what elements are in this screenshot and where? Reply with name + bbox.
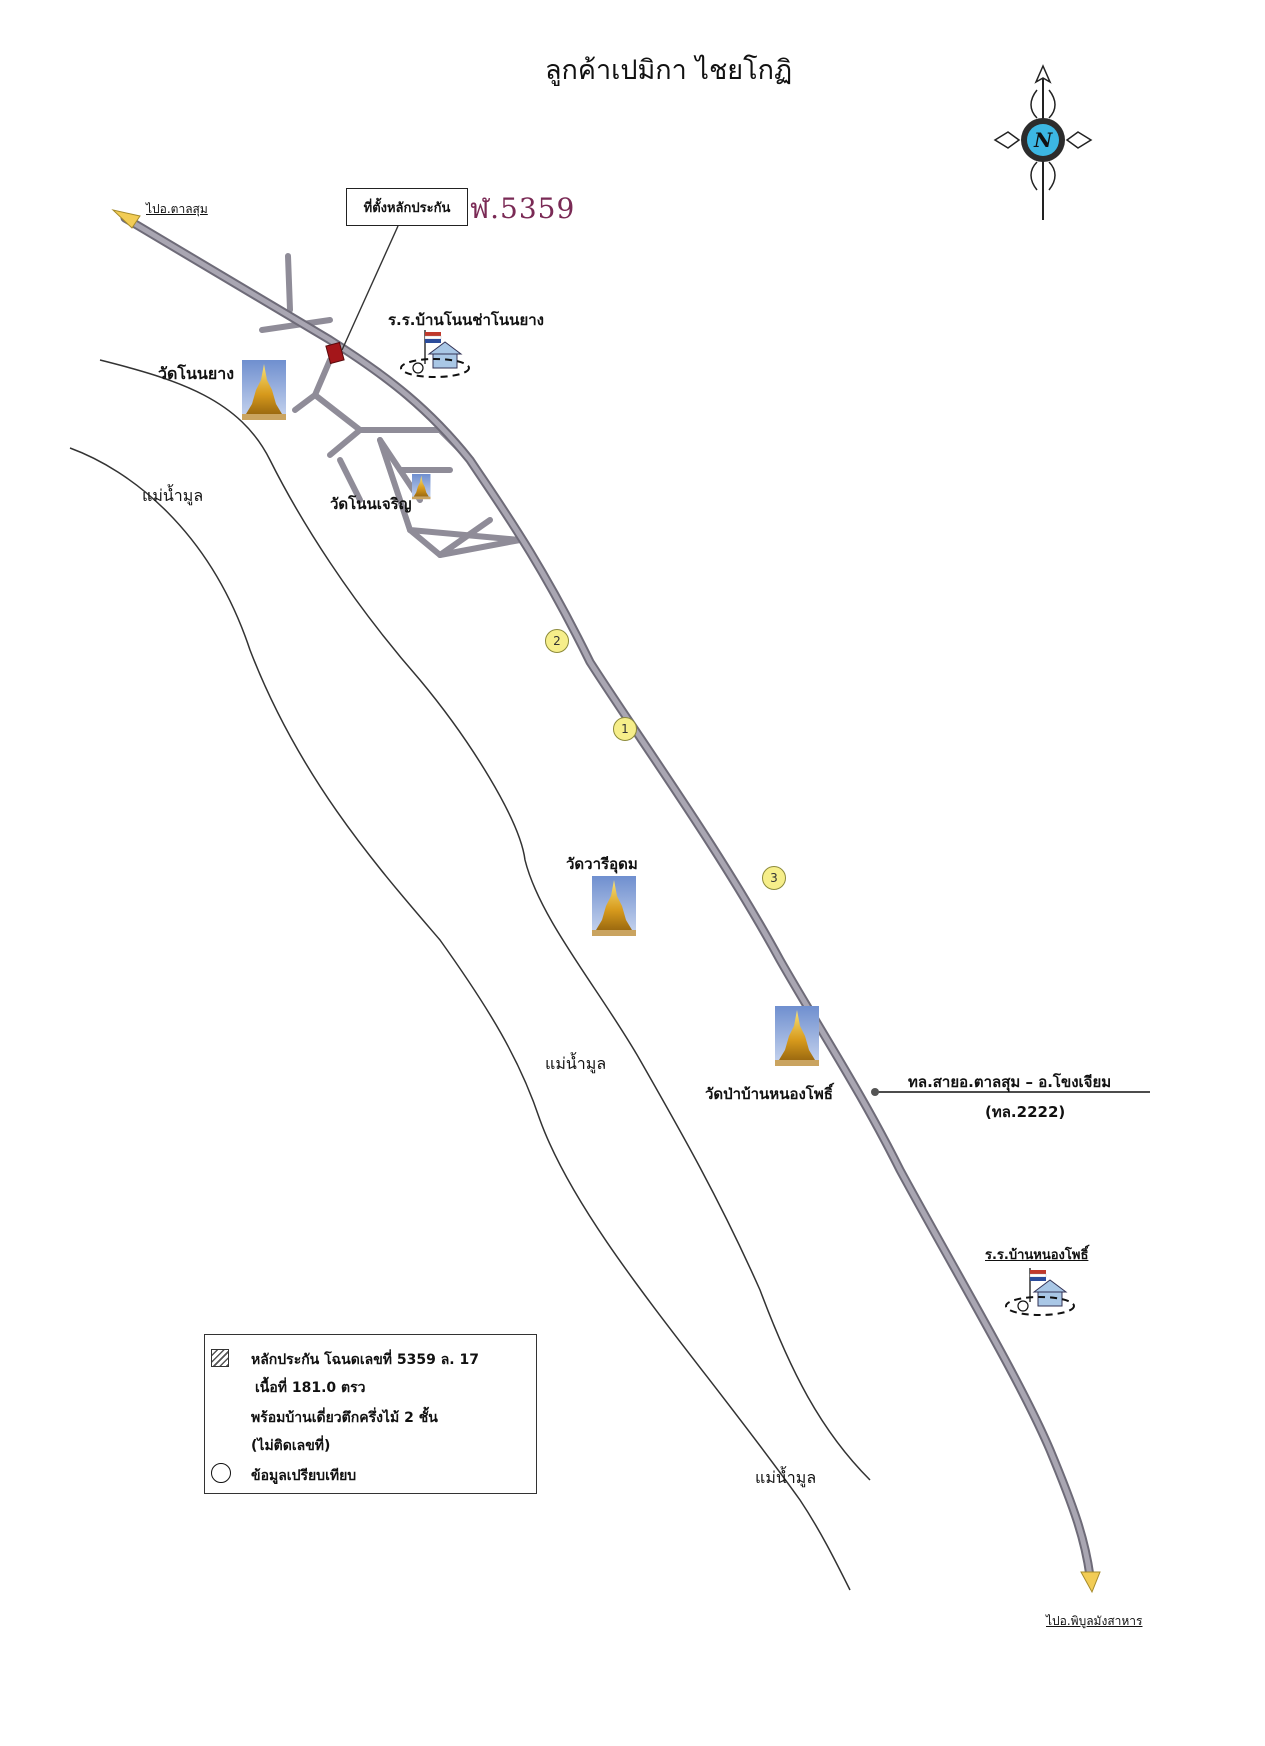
school-north-icon bbox=[400, 329, 470, 378]
road-label-north: ไปอ.ตาลสุม bbox=[146, 202, 208, 216]
local-road-network bbox=[259, 253, 523, 558]
temple-wari-label: วัดวารีอุดม bbox=[566, 855, 638, 873]
river-label-1: แม่น้ำมูล bbox=[142, 486, 204, 505]
compass-north-label: N bbox=[1034, 128, 1053, 152]
school-south-label: ร.ร.บ้านหนองโพธิ์ bbox=[985, 1248, 1089, 1263]
arrow-south-icon bbox=[1080, 1571, 1101, 1594]
school-north-label: ร.ร.บ้านโนนช่าโนนยาง bbox=[388, 311, 544, 329]
branch-road-code: (ทล.2222) bbox=[985, 1103, 1066, 1121]
river-bank-west bbox=[69, 447, 851, 1591]
temple-pa-label: วัดป่าบ้านหนองโพธิ์ bbox=[705, 1085, 833, 1103]
legend-collateral-line2: เนื้อที่ 181.0 ตรว bbox=[255, 1380, 366, 1396]
legend-comparison: ข้อมูลเปรียบเทียบ bbox=[251, 1468, 357, 1484]
temple-noncharoen-icon bbox=[412, 474, 431, 500]
legend-collateral-line4: (ไม่ติดเลขที่) bbox=[251, 1438, 331, 1454]
comparison-circle-icon bbox=[211, 1463, 231, 1483]
temple-pa-icon bbox=[775, 1006, 819, 1066]
temple-noncharoen-label: วัดโนนเจริญ bbox=[330, 495, 412, 513]
school-south-icon bbox=[1005, 1267, 1075, 1316]
handwritten-code: ฬ.5359 bbox=[470, 192, 576, 225]
river-label-3: แม่น้ำมูล bbox=[755, 1468, 817, 1487]
branch-road-name: ทล.สายอ.ตาลสุม – อ.โขงเจียม bbox=[908, 1073, 1112, 1091]
legend-collateral-line1: หลักประกัน โฉนดเลขที่ 5359 ล. 17 bbox=[251, 1352, 479, 1368]
collateral-callout: ที่ตั้งหลักประกัน bbox=[346, 188, 468, 226]
comparison-marker: 2 bbox=[545, 629, 569, 653]
temple-nonyang-icon bbox=[242, 360, 286, 420]
temple-nonyang-label: วัดโนนยาง bbox=[158, 364, 235, 383]
hatch-swatch-icon bbox=[211, 1349, 229, 1367]
collateral-parcel bbox=[325, 341, 345, 365]
map-legend: หลักประกัน โฉนดเลขที่ 5359 ล. 17 เนื้อที… bbox=[204, 1334, 537, 1494]
arrow-north-icon bbox=[111, 209, 141, 229]
temple-wari-icon bbox=[592, 876, 636, 936]
compass-rose-icon bbox=[993, 64, 1093, 220]
river-label-2: แม่น้ำมูล bbox=[545, 1054, 607, 1073]
legend-collateral-line3: พร้อมบ้านเดี่ยวตึกครึ่งไม้ 2 ชั้น bbox=[251, 1410, 438, 1426]
map-title: ลูกค้าเปมิกา ไชยโกฏิ bbox=[545, 55, 793, 86]
road-label-south: ไปอ.พิบูลมังสาหาร bbox=[1046, 1614, 1143, 1628]
comparison-marker: 3 bbox=[762, 866, 786, 890]
river-bank-east bbox=[99, 359, 871, 1481]
comparison-marker: 1 bbox=[613, 717, 637, 741]
